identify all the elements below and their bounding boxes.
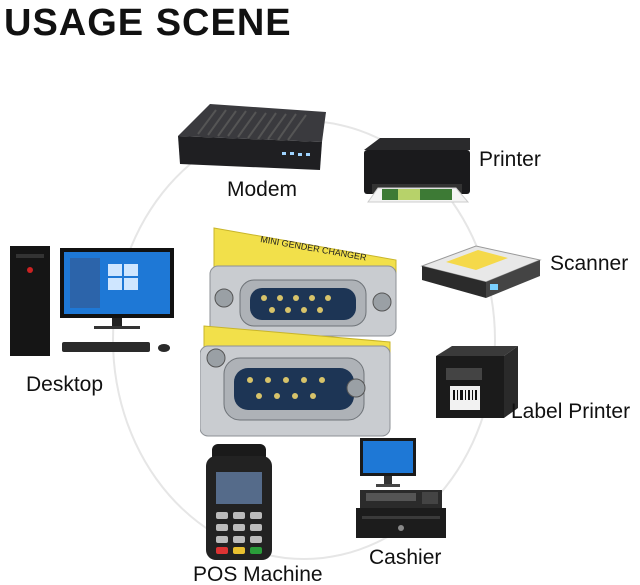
page-title: USAGE SCENE <box>4 2 292 44</box>
gender-changer-icon: MINI GENDER CHANGER <box>200 218 410 444</box>
cashier-label: Cashier <box>369 546 442 569</box>
modem-label: Modem <box>227 178 298 201</box>
scanner-label: Scanner <box>550 252 629 275</box>
pos-terminal-icon <box>204 442 274 562</box>
cash-register-icon <box>356 436 446 540</box>
pos-machine-label: POS Machine <box>193 563 323 585</box>
printer-icon <box>358 134 476 204</box>
label-printer-icon <box>432 342 520 420</box>
label-printer-label: Label Printer <box>511 400 631 423</box>
printer-label: Printer <box>479 148 541 171</box>
desktop-label: Desktop <box>26 373 104 396</box>
scanner-icon <box>416 238 544 310</box>
desktop-computer-icon <box>8 244 178 360</box>
modem-icon <box>170 96 328 174</box>
